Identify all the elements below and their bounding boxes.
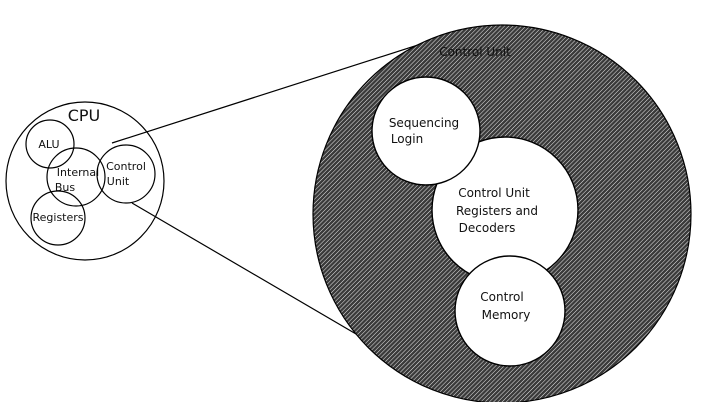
registers-circle xyxy=(30,190,86,246)
control-unit-circle xyxy=(96,144,156,204)
sequencing-circle xyxy=(371,76,481,186)
alu-label: ALU xyxy=(38,138,59,151)
control-unit-label-line1: Control xyxy=(106,160,146,173)
control-memory-circle xyxy=(454,255,566,367)
cpu-circle xyxy=(5,101,165,261)
zoom-line-top xyxy=(111,35,447,144)
internal-bus-label-line1: Internal xyxy=(57,166,99,179)
registers-decoders-label-line2: Registers and xyxy=(456,204,538,218)
control-memory-label-line2: Memory xyxy=(482,308,531,322)
registers-decoders-label-line3: Decoders xyxy=(459,221,516,235)
control-memory-label-line1: Control xyxy=(480,290,523,304)
sequencing-label-line1: Sequencing xyxy=(389,116,459,130)
control-unit-label-line2: Unit xyxy=(107,175,130,188)
sequencing-label-line2: Login xyxy=(391,132,423,146)
internal-bus-circle xyxy=(46,147,106,207)
registers-label: Registers xyxy=(32,211,83,224)
control-unit-detail-title: Control Unit xyxy=(439,45,511,59)
cpu-label: CPU xyxy=(68,106,101,125)
registers-decoders-label-line1: Control Unit xyxy=(458,186,530,200)
alu-circle xyxy=(25,119,75,169)
